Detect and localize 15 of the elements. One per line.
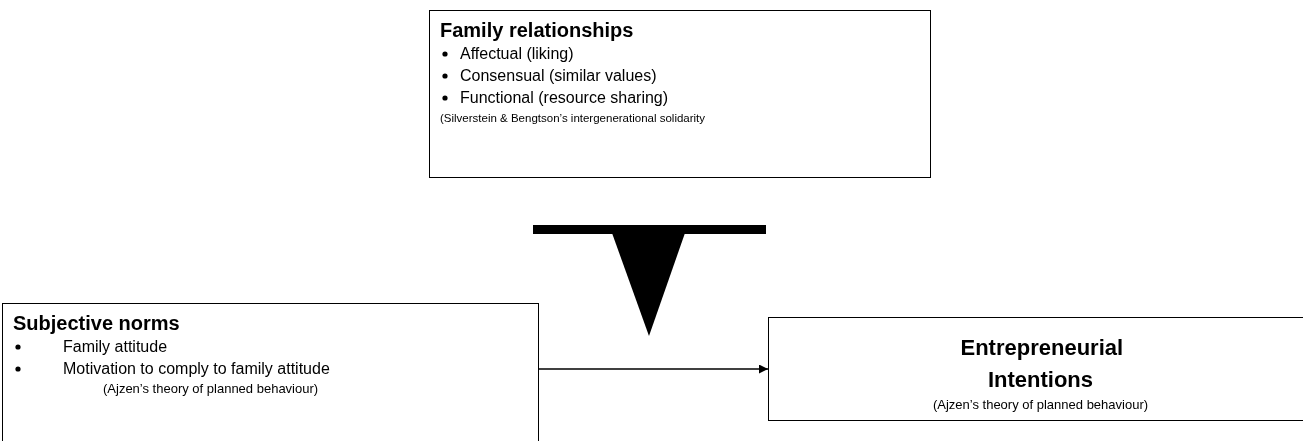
bullet-item: Consensual (similar values) (460, 66, 657, 86)
source-note: (Ajzen’s theory of planned behaviour) (102, 380, 319, 398)
box-heading: Entrepreneurial Intentions (960, 334, 1121, 394)
concept-box (429, 10, 931, 178)
bullet-item: Family attitude (63, 337, 168, 357)
source-note: (Silverstein & Bengtson’s intergenerational solidarity (440, 111, 706, 126)
bullet-item: Motivation to comply to family attitude (63, 359, 330, 379)
concept-box (768, 317, 1303, 421)
arrow (538, 364, 769, 374)
bullet-item: Functional (resource sharing) (460, 88, 669, 108)
source-note: (Ajzen’s theory of planned behaviour) (932, 396, 1149, 414)
bullet-item: Affectual (liking) (460, 44, 574, 64)
box-heading: Subjective norms (13, 311, 180, 336)
concept-box (2, 303, 539, 441)
box-heading: Family relationships (440, 18, 634, 43)
